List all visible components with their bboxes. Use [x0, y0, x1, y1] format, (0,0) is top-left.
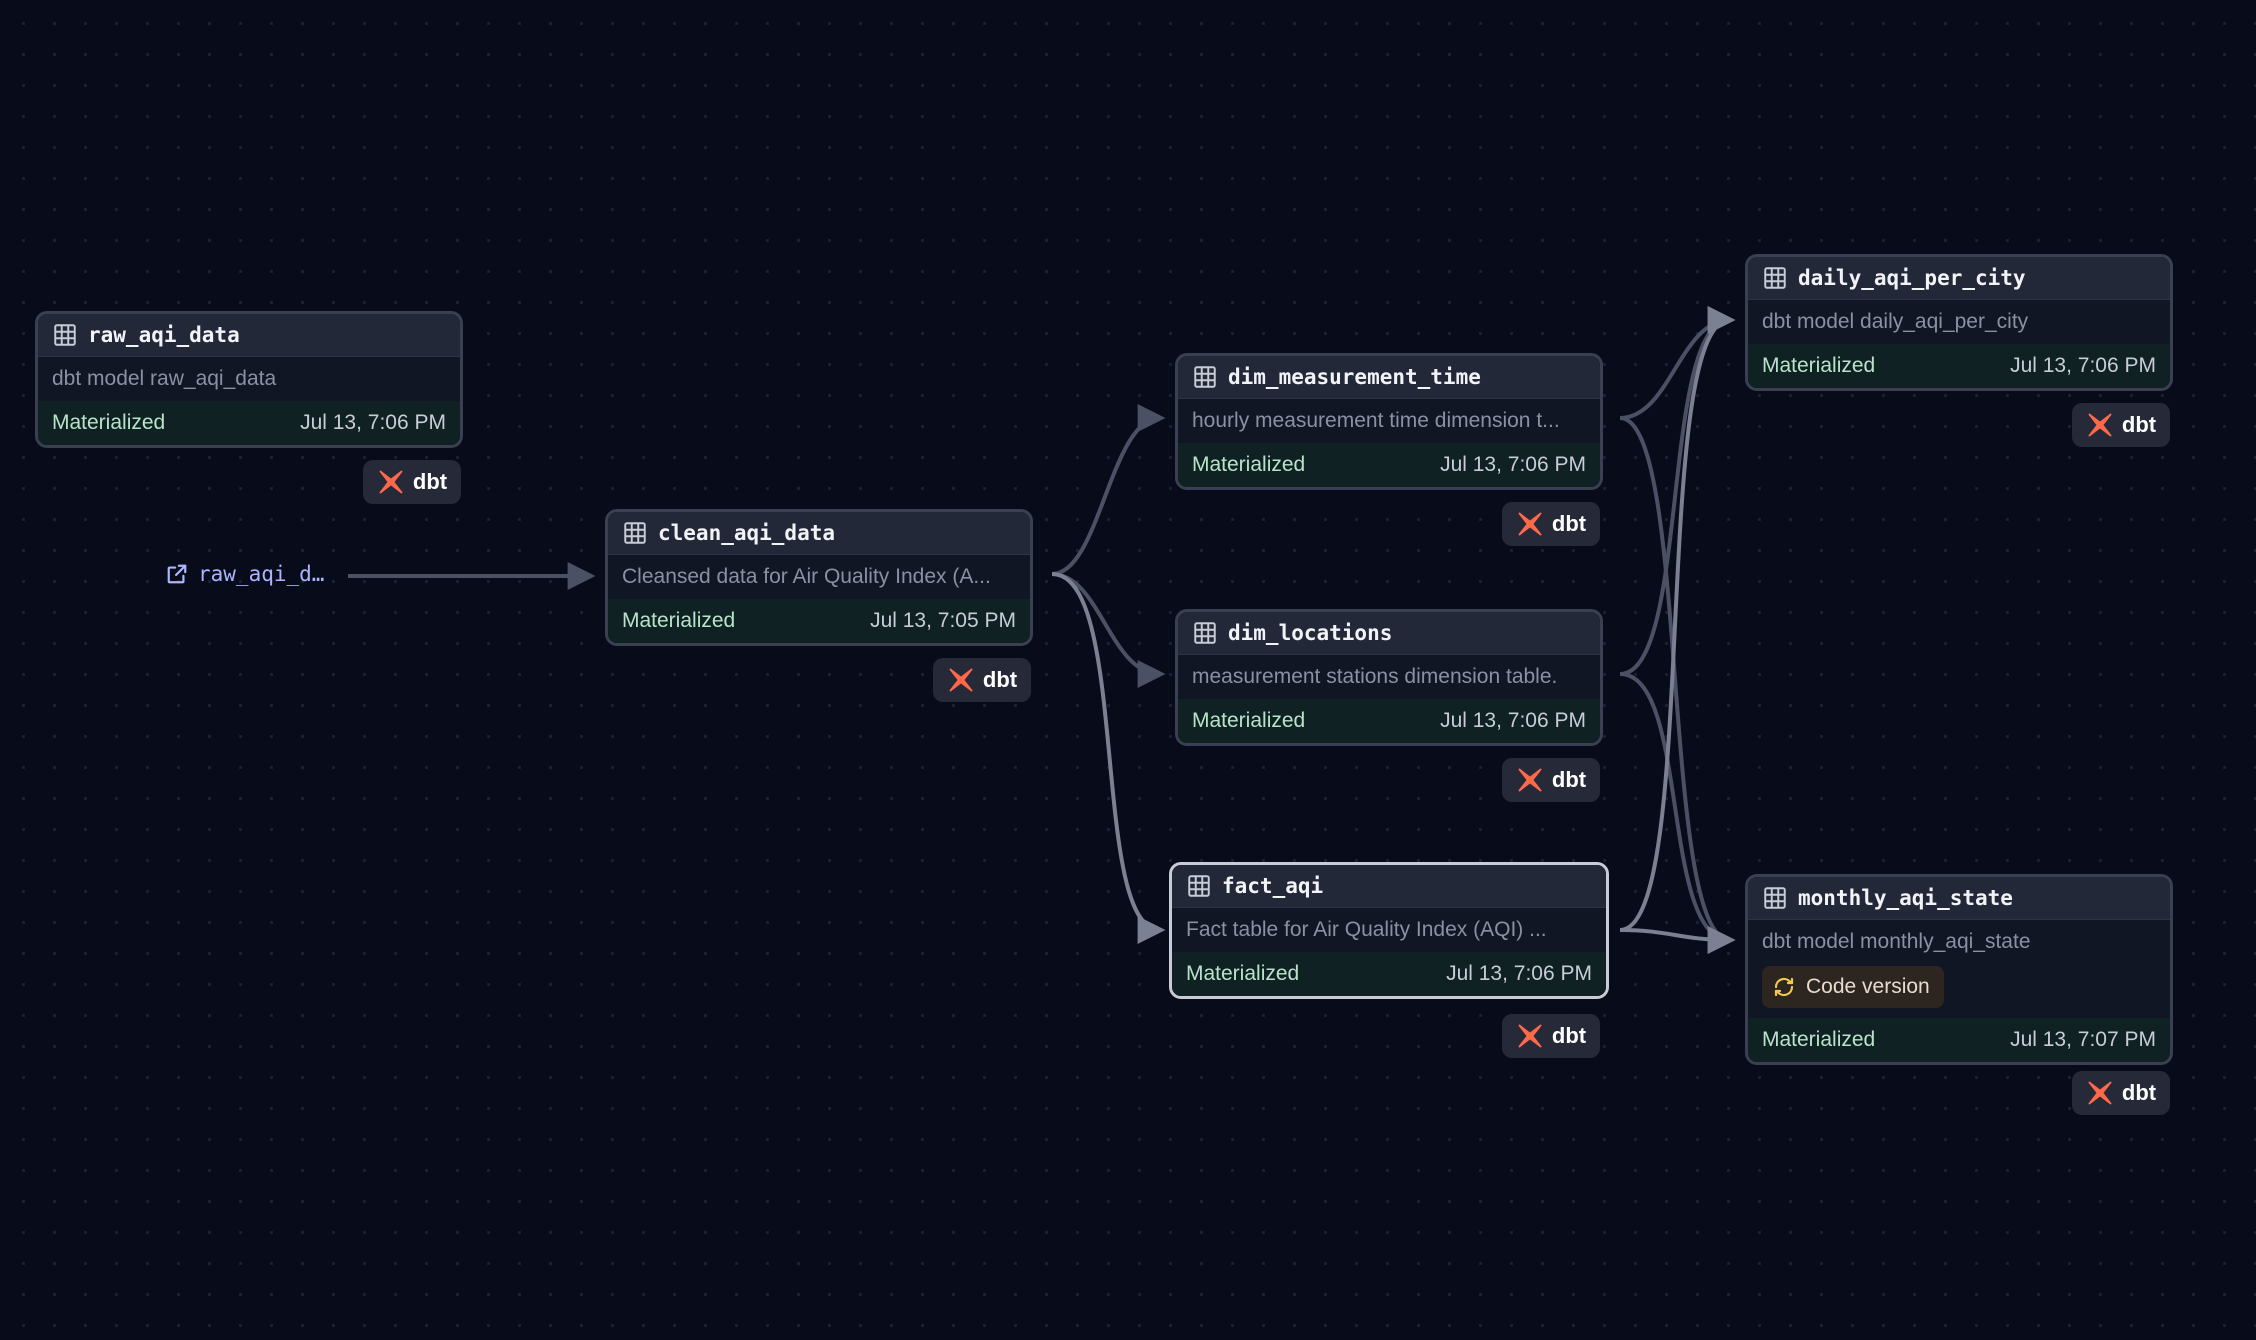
node-description: dbt model daily_aqi_per_city [1748, 300, 2170, 344]
node-description: dbt model raw_aqi_data [38, 357, 460, 401]
materialization-status: Materialized [1186, 962, 1300, 985]
asset-node-monthly-aqi-state[interactable]: monthly_aqi_state dbt model monthly_aqi_… [1745, 874, 2173, 1065]
node-title: daily_aqi_per_city [1798, 266, 2026, 290]
external-asset-link[interactable]: raw_aqi_d… [166, 562, 324, 586]
edge-dim-measurement-time-to-monthly [1619, 416, 1736, 954]
edge-fact-aqi-to-daily [1619, 306, 1736, 932]
dbt-badge: dbt [363, 460, 461, 504]
table-icon [1762, 265, 1788, 291]
code-version-icon [1774, 977, 1794, 997]
node-title: monthly_aqi_state [1798, 886, 2013, 910]
table-icon [1192, 364, 1218, 390]
materialization-timestamp: Jul 13, 7:06 PM [1446, 962, 1592, 985]
edge-dim-locations-to-daily [1619, 306, 1736, 676]
node-footer: Materialized Jul 13, 7:05 PM [608, 599, 1030, 643]
materialization-timestamp: Jul 13, 7:06 PM [1440, 453, 1586, 476]
external-link-icon [167, 564, 187, 584]
asset-node-dim-measurement-time[interactable]: dim_measurement_time hourly measurement … [1175, 353, 1603, 490]
node-title: clean_aqi_data [658, 521, 836, 545]
node-title: fact_aqi [1222, 874, 1324, 898]
table-icon [1192, 620, 1218, 646]
materialization-status: Materialized [52, 411, 166, 434]
node-header: clean_aqi_data [608, 512, 1030, 555]
node-header: dim_measurement_time [1178, 356, 1600, 399]
dbt-badge: dbt [1502, 1014, 1600, 1058]
node-header: fact_aqi [1172, 865, 1606, 908]
dbt-badge: dbt [2072, 403, 2170, 447]
code-version-label: Code version [1806, 975, 1930, 998]
dbt-badge: dbt [2072, 1071, 2170, 1115]
node-header: daily_aqi_per_city [1748, 257, 2170, 300]
asset-node-daily-aqi-per-city[interactable]: daily_aqi_per_city dbt model daily_aqi_p… [1745, 254, 2173, 391]
dbt-logo-icon [949, 668, 973, 692]
dbt-logo-icon [1518, 512, 1542, 536]
code-version-tag[interactable]: Code version [1762, 966, 1944, 1008]
edge-dim-locations-to-monthly [1619, 672, 1736, 954]
dbt-badge: dbt [1502, 502, 1600, 546]
asset-node-clean-aqi-data[interactable]: clean_aqi_data Cleansed data for Air Qua… [605, 509, 1033, 646]
dbt-logo-icon [379, 470, 403, 494]
edge-clean-to-dim-locations [1051, 572, 1166, 688]
edge-dim-measurement-time-to-daily [1619, 306, 1736, 420]
edge-clean-to-fact-aqi [1051, 572, 1166, 944]
materialization-status: Materialized [1192, 453, 1306, 476]
materialization-timestamp: Jul 13, 7:05 PM [870, 609, 1016, 632]
materialization-timestamp: Jul 13, 7:06 PM [2010, 354, 2156, 377]
dbt-badge: dbt [1502, 758, 1600, 802]
asset-node-fact-aqi[interactable]: fact_aqi Fact table for Air Quality Inde… [1169, 862, 1609, 999]
materialization-timestamp: Jul 13, 7:06 PM [1440, 709, 1586, 732]
node-header: raw_aqi_data [38, 314, 460, 357]
dbt-logo-icon [2088, 1081, 2112, 1105]
node-footer: Materialized Jul 13, 7:06 PM [1178, 699, 1600, 743]
asset-node-raw-aqi-data[interactable]: raw_aqi_data dbt model raw_aqi_data Mate… [35, 311, 463, 448]
node-header: dim_locations [1178, 612, 1600, 655]
node-footer: Materialized Jul 13, 7:06 PM [1748, 344, 2170, 388]
node-header: monthly_aqi_state [1748, 877, 2170, 920]
node-title: raw_aqi_data [88, 323, 240, 347]
dbt-logo-icon [2088, 413, 2112, 437]
materialization-timestamp: Jul 13, 7:06 PM [300, 411, 446, 434]
node-description: Cleansed data for Air Quality Index (A..… [608, 555, 1030, 599]
materialization-status: Materialized [1762, 1028, 1876, 1051]
materialization-timestamp: Jul 13, 7:07 PM [2010, 1028, 2156, 1051]
node-tags: Code version [1748, 964, 2170, 1018]
asset-node-dim-locations[interactable]: dim_locations measurement stations dimen… [1175, 609, 1603, 746]
materialization-status: Materialized [1762, 354, 1876, 377]
external-asset-label: raw_aqi_d… [198, 562, 325, 586]
edge-clean-to-dim-measurement-time [1051, 404, 1166, 576]
node-footer: Materialized Jul 13, 7:07 PM [1748, 1018, 2170, 1062]
edge-fact-aqi-to-monthly [1619, 925, 1736, 954]
table-icon [1186, 873, 1212, 899]
node-description: hourly measurement time dimension t... [1178, 399, 1600, 443]
materialization-status: Materialized [1192, 709, 1306, 732]
materialization-status: Materialized [622, 609, 736, 632]
node-footer: Materialized Jul 13, 7:06 PM [1172, 952, 1606, 996]
dbt-badge: dbt [933, 658, 1031, 702]
node-description: dbt model monthly_aqi_state [1748, 920, 2170, 964]
table-icon [52, 322, 78, 348]
table-icon [1762, 885, 1788, 911]
dbt-logo-icon [1518, 1024, 1542, 1048]
table-icon [622, 520, 648, 546]
dbt-logo-icon [1518, 768, 1542, 792]
node-footer: Materialized Jul 13, 7:06 PM [38, 401, 460, 445]
node-title: dim_measurement_time [1228, 365, 1481, 389]
node-description: Fact table for Air Quality Index (AQI) .… [1172, 908, 1606, 952]
node-description: measurement stations dimension table. [1178, 655, 1600, 699]
node-footer: Materialized Jul 13, 7:06 PM [1178, 443, 1600, 487]
node-title: dim_locations [1228, 621, 1393, 645]
